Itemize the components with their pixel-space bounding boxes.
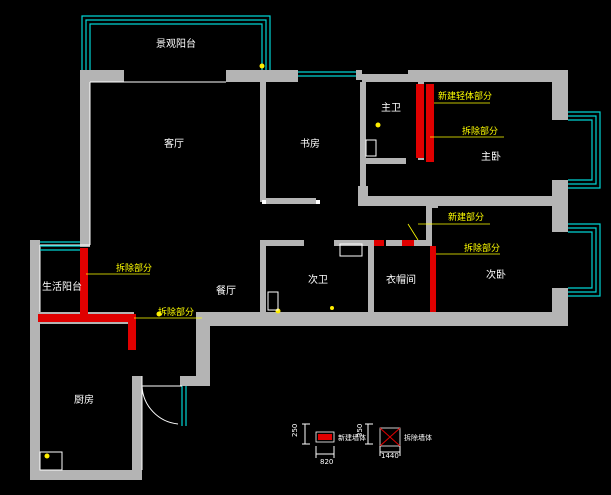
- note-new-build-part: 新建部分: [448, 211, 484, 223]
- marker-ticks: [262, 200, 438, 208]
- label-master-bedroom: 主卧: [481, 150, 501, 163]
- note-demolish-part-dining: 拆除部分: [158, 306, 194, 318]
- walls: [30, 70, 568, 480]
- label-dining-room: 餐厅: [216, 284, 236, 297]
- legend-new-dim-horizontal: 820: [320, 458, 333, 466]
- label-master-bath: 主卫: [381, 102, 401, 114]
- new-walls: [38, 84, 436, 350]
- legend-demolished-dim-horizontal: 1440: [381, 452, 399, 460]
- legend-demolished-dim-vertical: 350: [356, 424, 364, 437]
- scenic-balcony-window: [81, 15, 271, 70]
- legend-demolished-wall: 350 1440 拆除墙体: [356, 423, 432, 460]
- note-demolish-part-left: 拆除部分: [116, 262, 152, 274]
- note-new-lightweight-part: 新建轻体部分: [438, 90, 492, 102]
- note-demolish-part-second: 拆除部分: [464, 242, 500, 254]
- label-utility-balcony: 生活阳台: [42, 280, 82, 293]
- legend-demolished-label: 拆除墙体: [404, 433, 432, 442]
- second-bedroom-bay-window: [568, 223, 601, 297]
- legend-new-dim-vertical: 250: [291, 424, 299, 437]
- wall-outlines: [39, 81, 226, 470]
- legend-new-wall: 250 820 新建墙体: [291, 423, 366, 466]
- utility-balcony-window: [40, 241, 80, 251]
- leader-lines: [86, 102, 504, 319]
- note-demolish-part-master: 拆除部分: [462, 125, 498, 137]
- legend-new-label: 新建墙体: [338, 433, 366, 442]
- master-bedroom-bay-window: [568, 111, 601, 189]
- label-kitchen: 厨房: [74, 393, 94, 406]
- label-second-bath: 次卫: [308, 273, 328, 286]
- label-scenic-balcony: 景观阳台: [156, 37, 196, 50]
- bath-fixtures: [39, 139, 377, 471]
- label-cloakroom: 衣帽间: [386, 273, 416, 286]
- kitchen-window: [181, 386, 187, 426]
- label-study: 书房: [300, 137, 320, 150]
- kitchen-door: [141, 385, 182, 425]
- fixtures: [44, 63, 381, 459]
- label-living-room: 客厅: [164, 137, 184, 150]
- label-second-bedroom: 次卧: [486, 268, 506, 281]
